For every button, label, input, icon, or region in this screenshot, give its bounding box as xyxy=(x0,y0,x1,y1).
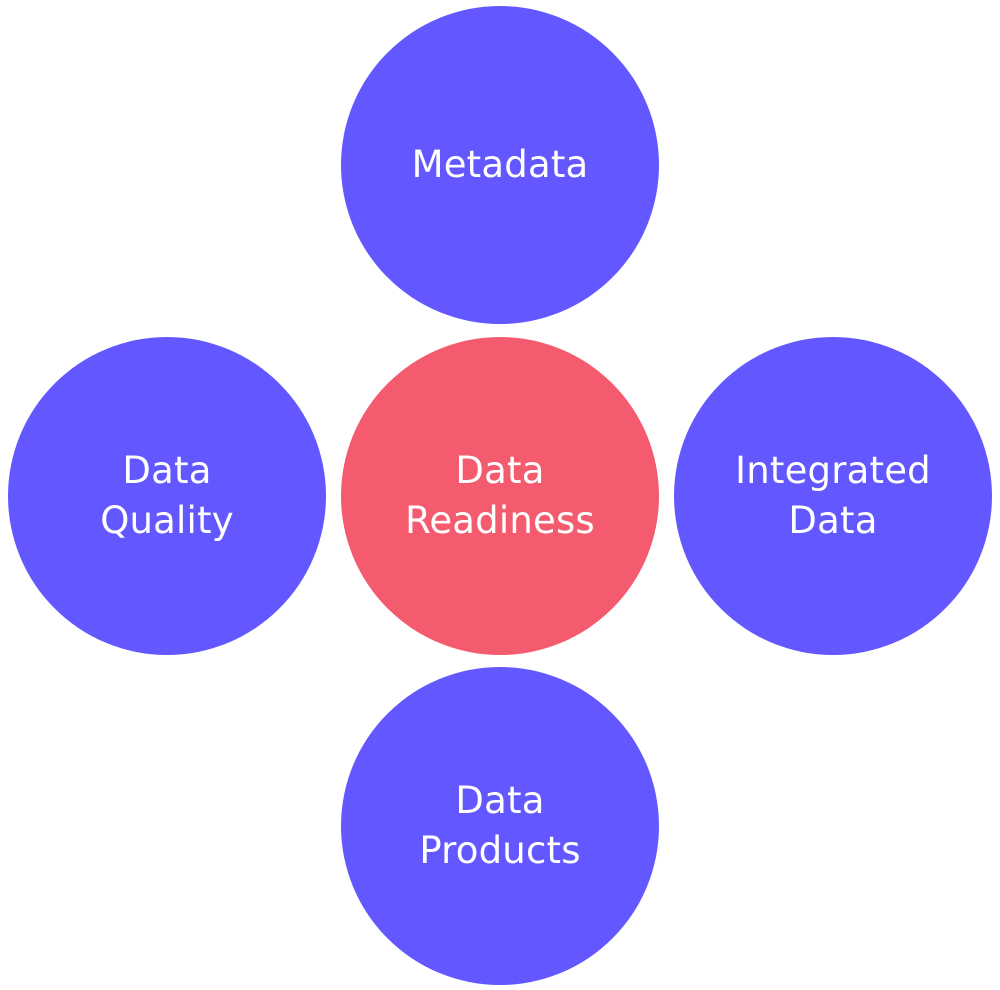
metadata-node-label: Metadata xyxy=(411,143,589,186)
metadata-node: Metadata xyxy=(341,6,659,324)
integrated-data-node-label-line-1: Integrated xyxy=(735,449,931,492)
data-products-node-label-line-1: Data xyxy=(455,779,545,822)
data-readiness-node-label-line-2: Readiness xyxy=(405,499,595,542)
data-products-node: Data Products xyxy=(341,667,659,985)
data-readiness-node: Data Readiness xyxy=(341,337,659,655)
data-products-node-label-line-2: Products xyxy=(419,829,581,872)
integrated-data-node-label-line-2: Data xyxy=(788,499,878,542)
data-quality-node-label-line-1: Data xyxy=(122,449,212,492)
data-quality-node: Data Quality xyxy=(8,337,326,655)
data-quality-node-label-line-2: Quality xyxy=(100,499,234,542)
data-readiness-node-label-line-1: Data xyxy=(455,449,545,492)
integrated-data-node: Integrated Data xyxy=(674,337,992,655)
